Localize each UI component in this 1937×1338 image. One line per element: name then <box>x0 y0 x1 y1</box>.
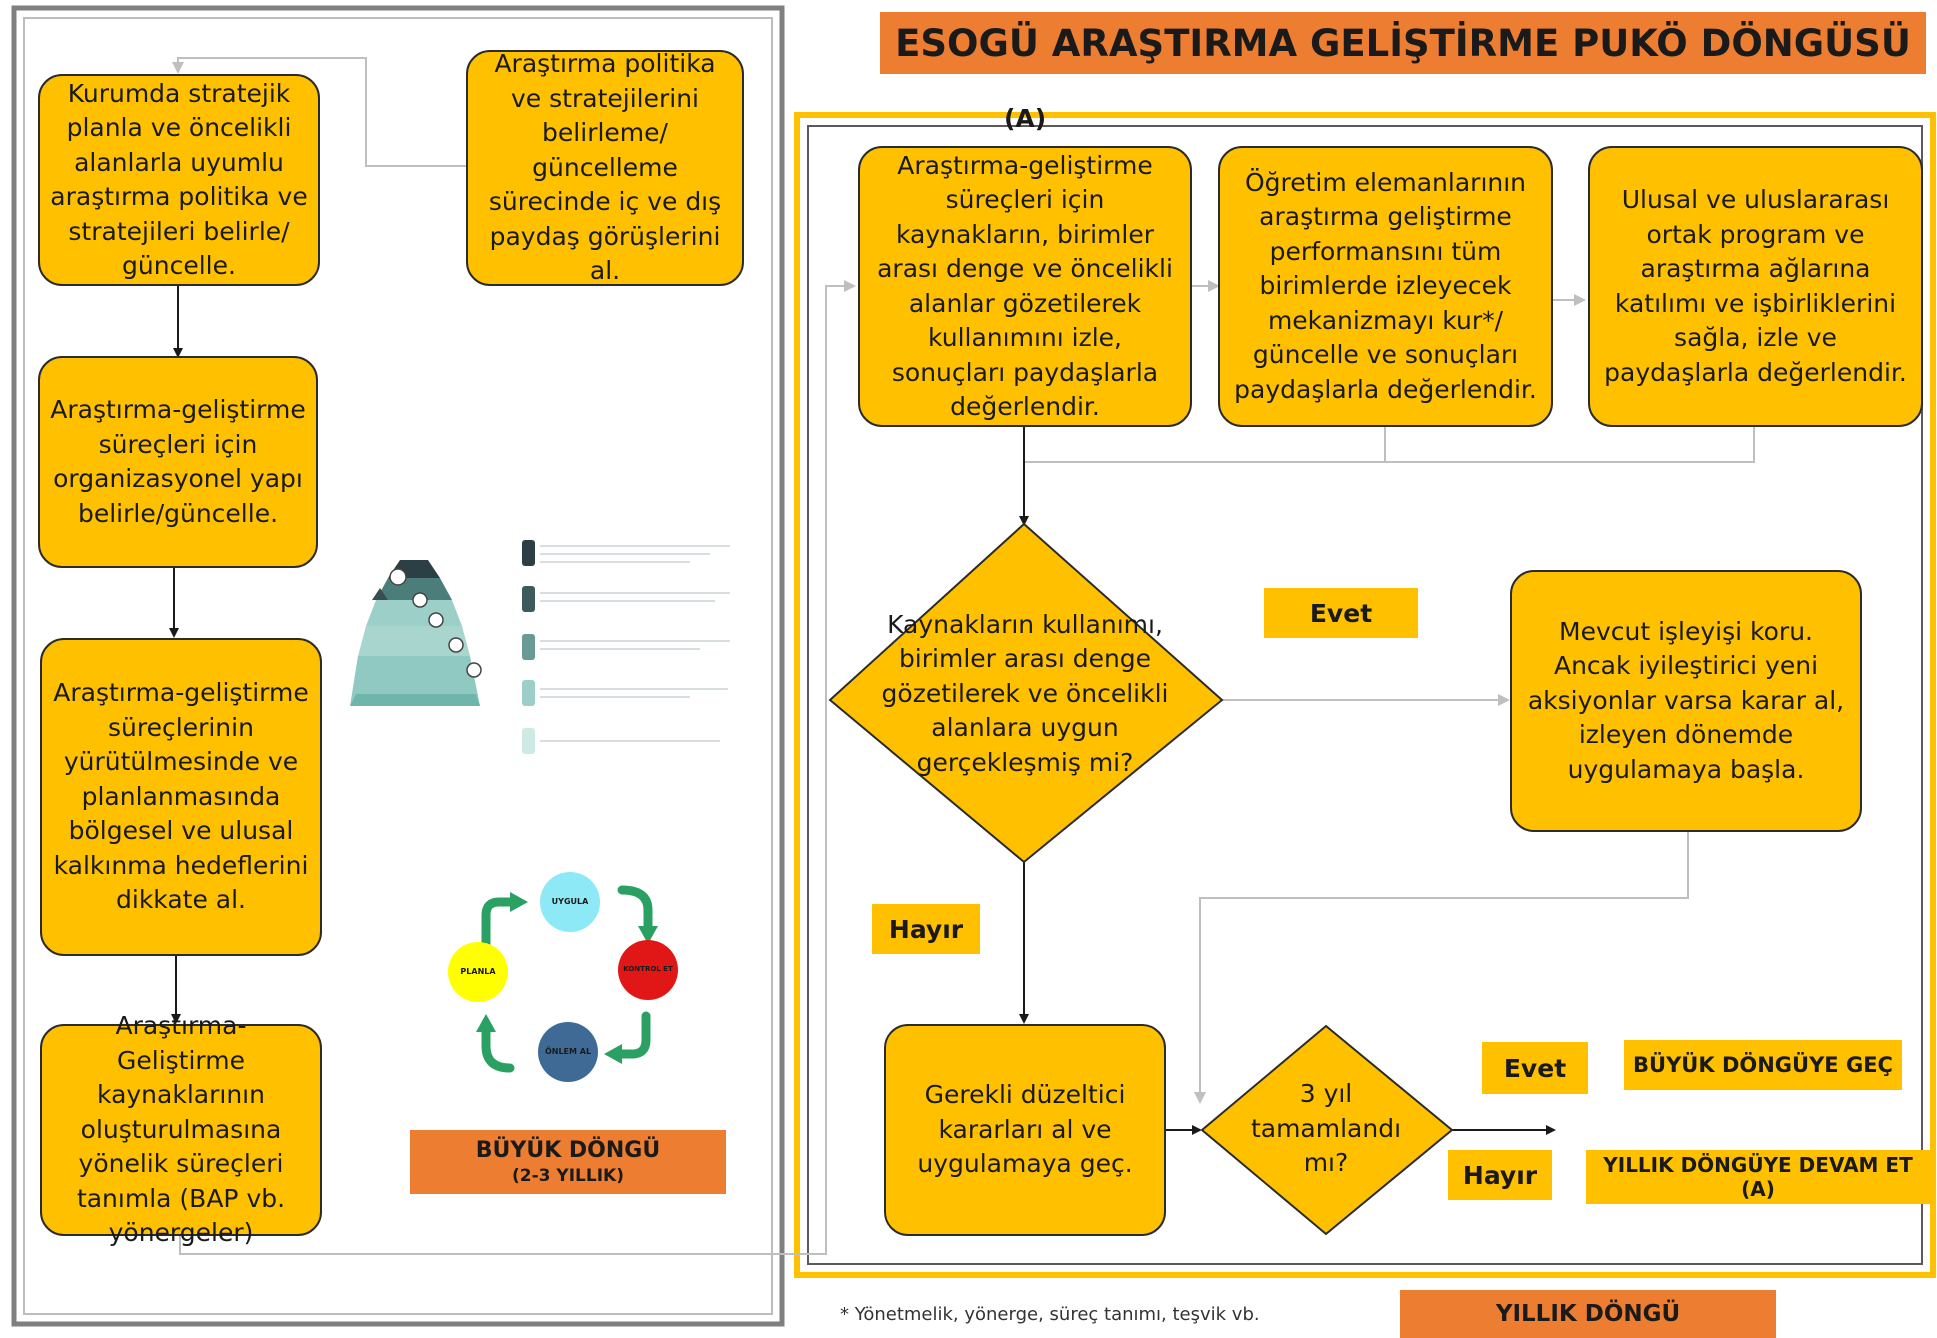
box-keep-process: Mevcut işleyişi koru. Ancak iyileştirici… <box>1510 570 1862 832</box>
big-cycle-label: BÜYÜK DÖNGÜ (2-3 YILLIK) <box>410 1130 726 1194</box>
pdca-planla-circle <box>448 942 508 1002</box>
pdca-onlem-circle <box>538 1022 598 1082</box>
legend-graphic <box>522 540 535 754</box>
pdca-onlem-label: ÖNLEM AL <box>544 1047 592 1057</box>
big-cycle-title: BÜYÜK DÖNGÜ <box>475 1137 661 1163</box>
box-organization: Araştırma-geliştirme süreçleri için orga… <box>38 356 318 568</box>
box-corrective-action: Gerekli düzeltici kararları al ve uygula… <box>884 1024 1166 1236</box>
box-networks: Ulusal ve uluslararası ortak program ve … <box>1588 146 1923 427</box>
box-resource-monitoring: Araştırma-geliştirme süreçleri için kayn… <box>858 146 1192 427</box>
pdca-uygula-circle <box>540 872 600 932</box>
right-panel-frame <box>794 112 1936 1278</box>
no-label-2: Hayır <box>1448 1150 1552 1200</box>
box-stakeholder-views: Araştırma politika ve stratejilerini bel… <box>466 49 744 286</box>
pdca-planla-label: PLANLA <box>460 967 496 977</box>
pdca-uygula-label: UYGULA <box>551 897 589 907</box>
footnote: * Yönetmelik, yönerge, süreç tanımı, teş… <box>840 1304 1260 1325</box>
left-panel-frame <box>11 5 785 1327</box>
decision-three-years-text: 3 yıl tamamlandı mı? <box>1250 1079 1402 1178</box>
box-strategy: Kurumda stratejik planla ve öncelikli al… <box>38 74 320 286</box>
result-annual-cycle: YILLIK DÖNGÜYE DEVAM ET (A) <box>1586 1150 1930 1204</box>
result-big-cycle: BÜYÜK DÖNGÜYE GEÇ <box>1624 1040 1902 1090</box>
pdca-kontrol-label: KONTROL ET <box>623 965 673 974</box>
page-title: ESOGÜ ARAŞTIRMA GELİŞTİRME PUKÖ DÖNGÜSÜ <box>880 12 1926 74</box>
yes-label-2: Evet <box>1482 1042 1588 1094</box>
decision-resources-text: Kaynakların kullanımı, birimler arası de… <box>881 609 1169 777</box>
box-resource-processes: Araştırma-Geliştirme kaynaklarının oluşt… <box>40 1011 322 1247</box>
no-label-1: Hayır <box>872 904 980 954</box>
box-performance-mechanism: Öğretim elemanlarının araştırma geliştir… <box>1218 146 1553 427</box>
pyramid-graphic <box>350 560 482 706</box>
box-development-goals: Araştırma-geliştirme süreçlerinin yürütü… <box>40 638 322 956</box>
pdca-kontrol-circle <box>618 940 678 1000</box>
yes-label-1: Evet <box>1264 588 1418 638</box>
decision-three-years-diamond <box>1200 1024 1454 1236</box>
annual-cycle-label: YILLIK DÖNGÜ <box>1400 1290 1776 1338</box>
big-cycle-period: (2-3 YILLIK) <box>512 1166 624 1187</box>
section-marker: (A) <box>1004 104 1047 133</box>
decision-resources-diamond <box>828 522 1224 864</box>
